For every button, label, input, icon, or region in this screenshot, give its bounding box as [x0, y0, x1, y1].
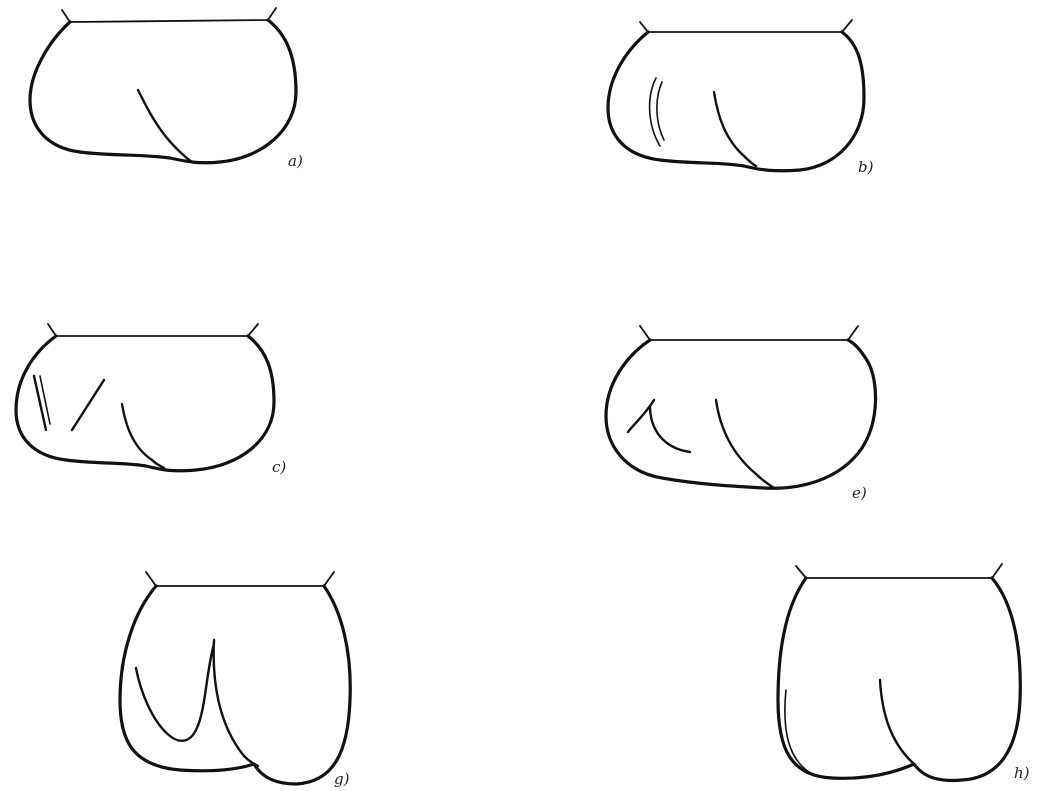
panel-label-g: g) [334, 770, 350, 788]
panel-g: g) [120, 572, 350, 788]
panel-h: h) [778, 564, 1030, 782]
panel-e: e) [606, 326, 876, 502]
panel-a: a) [30, 8, 303, 170]
panel-c: c) [16, 324, 286, 476]
panel-b: b) [608, 20, 874, 176]
panel-label-h: h) [1014, 764, 1030, 782]
panel-label-b: b) [858, 158, 874, 176]
panel-label-c: c) [272, 458, 286, 476]
panel-label-e: e) [852, 484, 867, 502]
panel-label-a: a) [288, 152, 303, 170]
